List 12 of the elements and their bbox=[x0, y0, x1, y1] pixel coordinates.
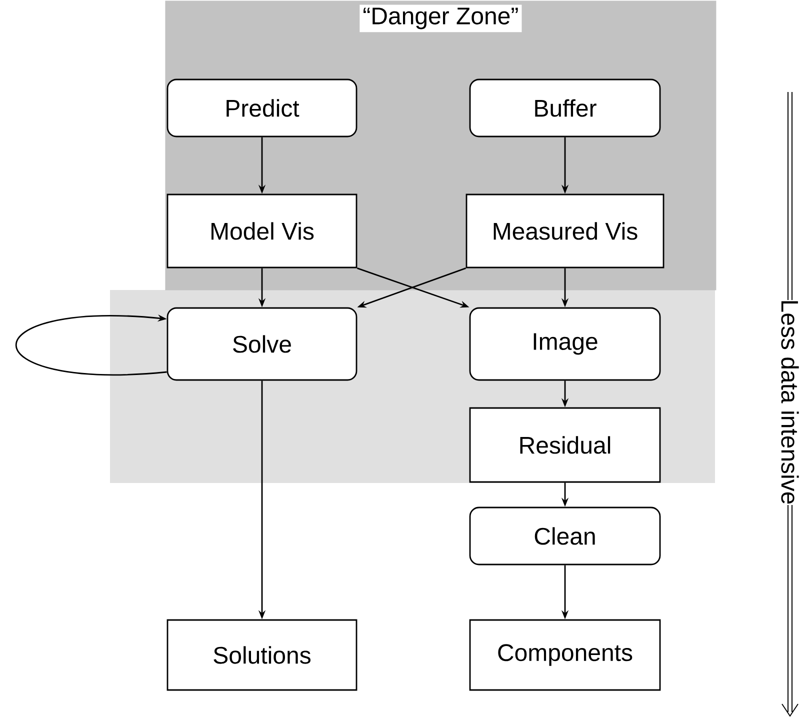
rounded-box: Predict bbox=[166, 78, 358, 138]
rounded-box: Solve bbox=[166, 307, 358, 381]
arrow bbox=[16, 314, 167, 376]
rounded-box: Buffer bbox=[469, 78, 661, 138]
process-box: Measured Vis bbox=[466, 194, 664, 268]
process-box: Components bbox=[469, 619, 661, 691]
process-box: Solutions bbox=[166, 619, 358, 691]
axis-label: Less data intensive bbox=[781, 301, 799, 504]
process-box: Residual bbox=[469, 407, 661, 483]
process-box: Model Vis bbox=[166, 194, 358, 268]
rounded-box: Clean bbox=[469, 506, 661, 566]
rounded-box: Image bbox=[469, 307, 661, 381]
